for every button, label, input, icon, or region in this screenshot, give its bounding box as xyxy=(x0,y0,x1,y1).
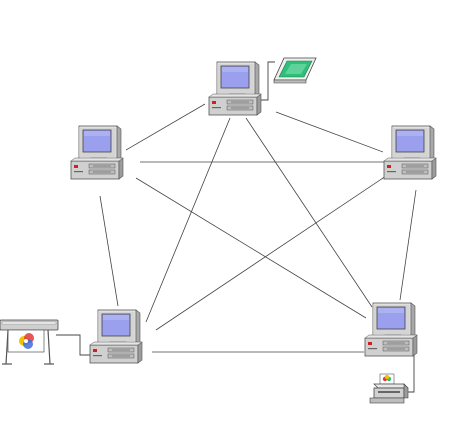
link-top-left xyxy=(125,103,206,151)
link-top-bottom-right xyxy=(245,117,373,308)
link-right-bottom-left xyxy=(155,175,387,331)
computer-icon xyxy=(89,309,143,364)
computer-icon xyxy=(383,125,437,180)
plotter-icon xyxy=(0,319,59,365)
scanner-cable xyxy=(256,61,275,101)
computer-icon xyxy=(364,302,418,357)
node-top[interactable] xyxy=(208,57,317,116)
node-bottom-left[interactable] xyxy=(0,309,143,365)
link-right-bottom-right xyxy=(399,189,417,301)
computer-icon xyxy=(70,125,124,180)
mesh-links xyxy=(99,103,417,353)
computer-icon xyxy=(208,61,262,116)
link-top-right xyxy=(275,111,384,153)
link-top-bottom-left xyxy=(145,117,231,323)
printer-icon xyxy=(369,373,409,404)
plotter-cable xyxy=(56,334,92,356)
node-right[interactable] xyxy=(383,125,437,180)
link-left-bottom-left xyxy=(99,195,119,307)
node-bottom-right[interactable] xyxy=(364,302,418,404)
scanner-icon xyxy=(273,57,317,84)
link-left-bottom-right xyxy=(135,177,367,319)
node-left[interactable] xyxy=(70,125,124,180)
